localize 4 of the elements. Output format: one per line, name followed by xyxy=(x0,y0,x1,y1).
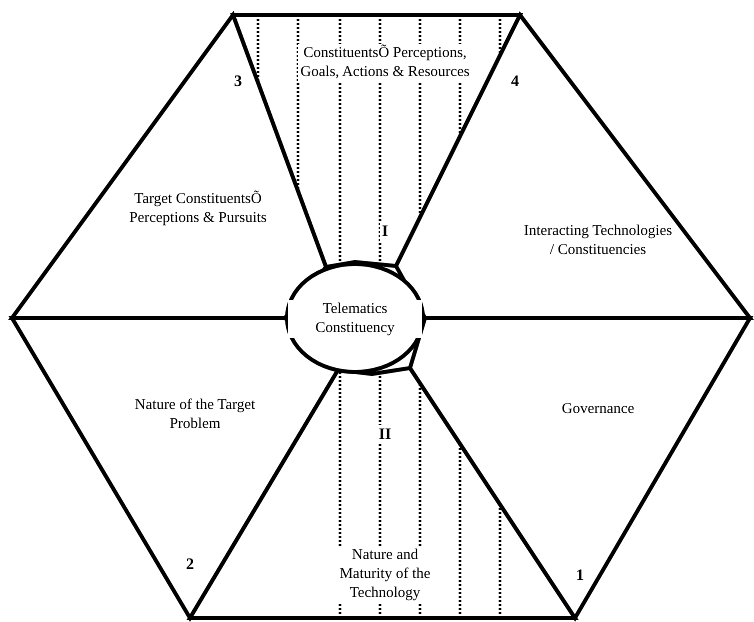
segment-label: ConstituentsÕ Perceptions, Goals, Actions & Resources xyxy=(298,44,472,82)
segment-number: I xyxy=(380,222,390,241)
segment-number: II xyxy=(376,425,394,444)
segment-label: Telematics Constituency xyxy=(288,300,422,338)
